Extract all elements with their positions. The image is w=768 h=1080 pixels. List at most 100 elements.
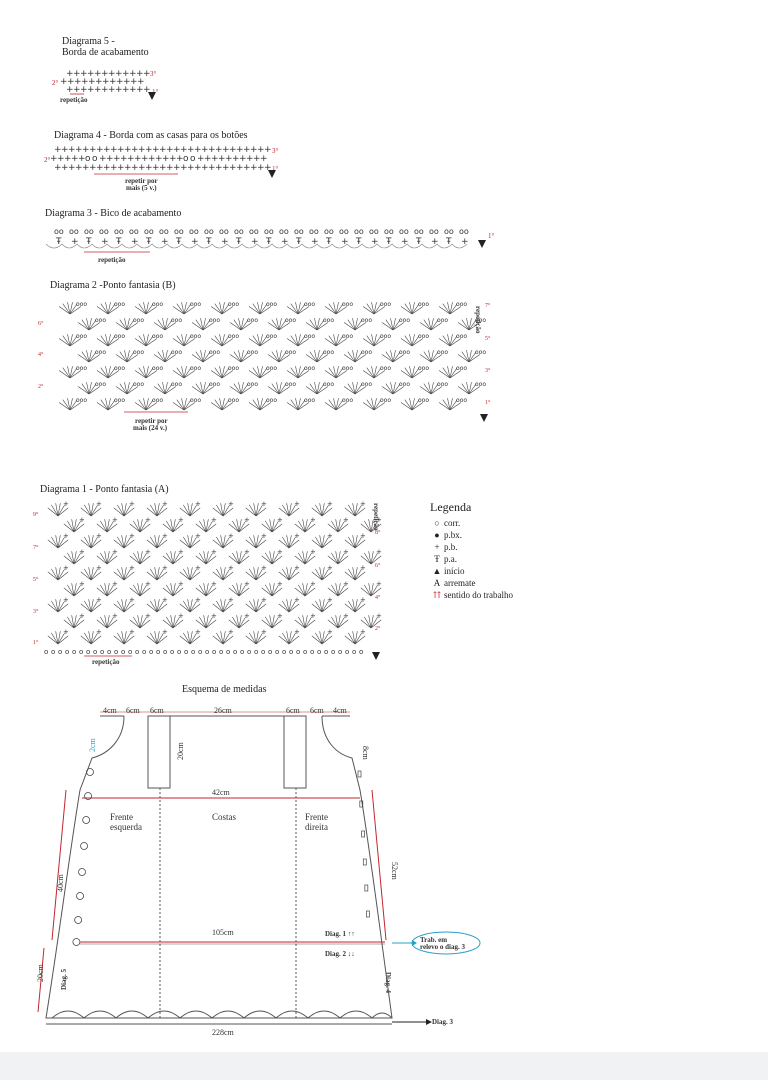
svg-text:Ŧ: Ŧ	[295, 237, 302, 247]
svg-text:+: +	[110, 145, 118, 155]
svg-text:o: o	[128, 648, 132, 656]
svg-text:+: +	[138, 145, 146, 155]
d1-row-3: 3°	[33, 609, 39, 615]
svg-text:+: +	[101, 237, 109, 247]
svg-text:+: +	[228, 532, 234, 540]
svg-text:ooo: ooo	[437, 349, 448, 356]
svg-text:ooo: ooo	[114, 397, 125, 404]
svg-text:ooo: ooo	[190, 333, 201, 340]
d1-row-6: 6°	[375, 563, 381, 569]
svg-text:+: +	[112, 612, 118, 620]
svg-text:+: +	[110, 163, 118, 173]
d4-row-2: 2°	[44, 156, 51, 164]
svg-text:+: +	[222, 145, 230, 155]
svg-text:oo: oo	[399, 227, 409, 236]
svg-text:+: +	[63, 500, 69, 508]
svg-text:oo: oo	[234, 227, 244, 236]
svg-text:+: +	[211, 612, 217, 620]
single-crochet-icon: +	[434, 542, 440, 552]
svg-text:+: +	[87, 85, 95, 95]
svg-text:+: +	[112, 516, 118, 524]
svg-text:oo: oo	[384, 227, 394, 236]
svg-text:ooo: ooo	[133, 317, 144, 324]
svg-text:+: +	[71, 154, 79, 164]
svg-text:ooo: ooo	[152, 365, 163, 372]
d2-row-7: 7°	[485, 303, 491, 309]
svg-text:+: +	[155, 154, 163, 164]
svg-text:ooo: ooo	[380, 397, 391, 404]
svg-text:o: o	[51, 648, 55, 656]
svg-text:+: +	[71, 237, 79, 247]
svg-text:+: +	[96, 532, 102, 540]
svg-text:oo: oo	[99, 227, 109, 236]
svg-text:ooo: ooo	[418, 397, 429, 404]
svg-text:o: o	[219, 648, 223, 656]
svg-text:+: +	[152, 145, 160, 155]
svg-text:+: +	[243, 163, 251, 173]
svg-text:oo: oo	[159, 227, 169, 236]
svg-text:o: o	[247, 648, 251, 656]
svg-text:+: +	[232, 154, 240, 164]
schema-top-right-2: 6cm	[310, 706, 324, 715]
svg-text:ooo: ooo	[475, 317, 486, 324]
svg-text:o: o	[254, 648, 258, 656]
svg-text:+: +	[99, 154, 107, 164]
svg-text:+: +	[194, 163, 202, 173]
svg-text:+: +	[360, 628, 366, 636]
svg-text:ooo: ooo	[76, 365, 87, 372]
svg-text:+: +	[148, 154, 156, 164]
svg-text:+: +	[257, 163, 265, 173]
diagram2-chart: ooo ooo ooo ooo ooo ooo ooo ooo ooo ooo ooo ooo ooo o…	[58, 301, 488, 422]
svg-text:Ŧ: Ŧ	[325, 237, 332, 247]
d2-row-6: 6°	[38, 321, 44, 327]
svg-text:+: +	[152, 163, 160, 173]
direction-icon: ⇈	[433, 589, 441, 600]
svg-text:oo: oo	[279, 227, 289, 236]
svg-text:+: +	[96, 596, 102, 604]
svg-text:+: +	[112, 580, 118, 588]
svg-text:+: +	[281, 237, 289, 247]
svg-text:ooo: ooo	[171, 317, 182, 324]
svg-text:ooo: ooo	[133, 381, 144, 388]
d2-row-4: 4°	[38, 352, 44, 358]
svg-text:o: o	[212, 648, 216, 656]
svg-text:o: o	[107, 648, 111, 656]
svg-text:+: +	[145, 580, 151, 588]
svg-text:+: +	[129, 596, 135, 604]
svg-text:+: +	[79, 612, 85, 620]
legend-title: Legenda	[430, 500, 472, 514]
svg-text:+: +	[79, 580, 85, 588]
callout-bubble	[411, 931, 481, 955]
svg-text:+: +	[63, 532, 69, 540]
svg-text:oo: oo	[459, 227, 469, 236]
svg-text:+: +	[191, 237, 199, 247]
diagram2-title: Diagrama 2 -Ponto fantasia (B)	[50, 280, 176, 291]
svg-text:+: +	[277, 612, 283, 620]
schema-front-right-1: Frente	[305, 812, 328, 822]
svg-text:+: +	[294, 532, 300, 540]
svg-text:o: o	[310, 648, 314, 656]
svg-text:+: +	[327, 628, 333, 636]
d3-repeat-label: repetição	[98, 256, 126, 264]
svg-text:+: +	[129, 500, 135, 508]
svg-text:ooo: ooo	[209, 349, 220, 356]
svg-text:+: +	[123, 77, 131, 87]
svg-text:o: o	[79, 648, 83, 656]
slip-stitch-icon: ●	[434, 530, 440, 540]
svg-text:+: +	[145, 612, 151, 620]
svg-text:ooo: ooo	[361, 381, 372, 388]
svg-text:ooo: ooo	[190, 365, 201, 372]
svg-text:+: +	[294, 628, 300, 636]
svg-text:+: +	[343, 580, 349, 588]
svg-text:+: +	[178, 580, 184, 588]
schema-top-left-1: 4cm	[103, 706, 117, 715]
svg-text:Ŧ: Ŧ	[115, 237, 122, 247]
schema-top-right-3: 4cm	[333, 706, 347, 715]
d5-row-2: 2°	[52, 79, 59, 87]
svg-text:+: +	[159, 145, 167, 155]
svg-text:ooo: ooo	[114, 365, 125, 372]
svg-text:+: +	[250, 145, 258, 155]
svg-text:+: +	[89, 163, 97, 173]
schema-callout-1: Trab. em	[420, 936, 448, 944]
svg-text:+: +	[66, 69, 74, 79]
